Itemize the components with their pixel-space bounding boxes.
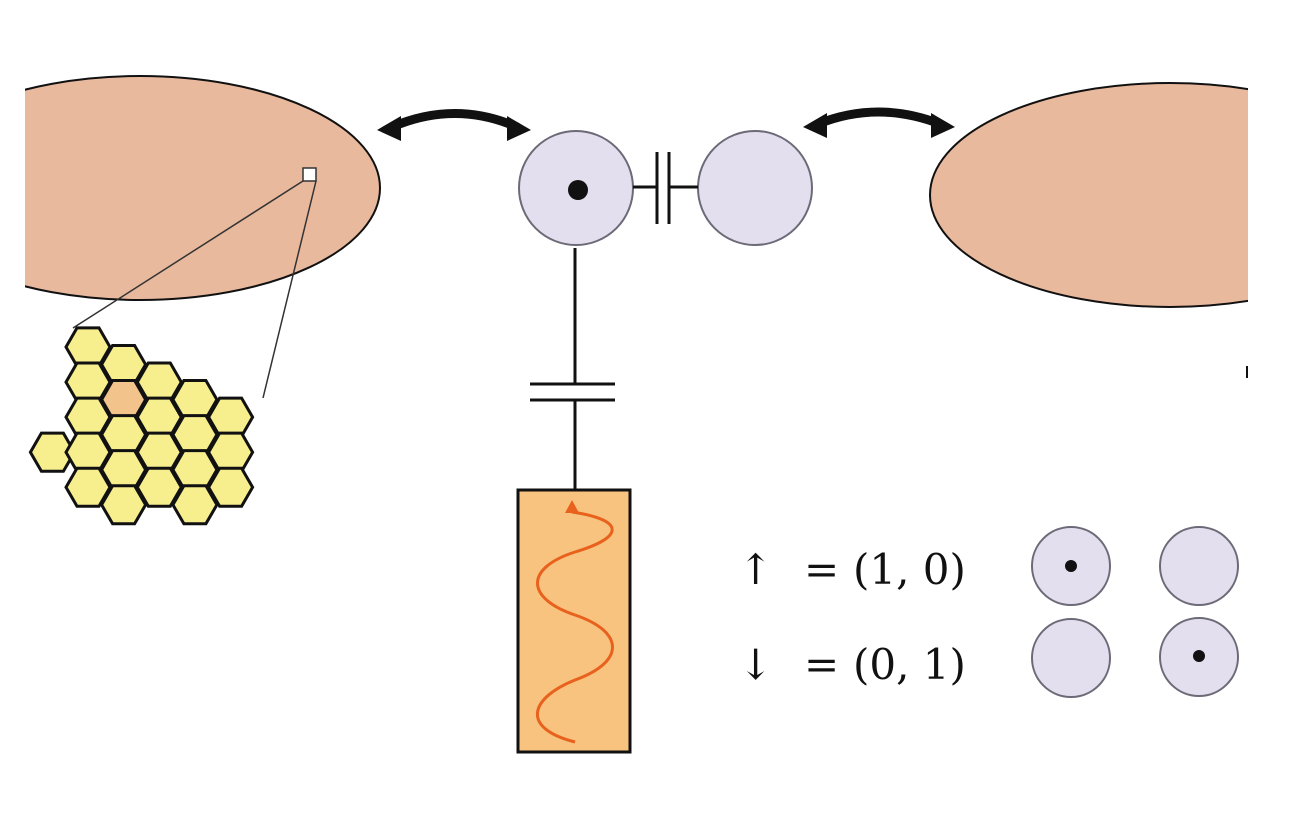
down-value: (0, 1) [853,640,966,689]
right-lead-ellipse [929,82,1248,308]
hexagon-cell [99,484,148,526]
hexagon-cell [64,466,112,508]
down-equals: = [804,640,839,689]
legend-up-right-dot [1159,526,1239,606]
interdot-capacitor [633,152,698,224]
curved-double-arrow-icon [377,109,531,141]
standing-wave [536,510,614,744]
left-lead-ellipse [25,75,381,301]
up-value: (1, 0) [853,545,966,594]
right-lead [929,82,1248,308]
up-arrow: ↑ [738,545,773,594]
hexagon-cell [206,466,255,508]
coupling-capacitor [530,248,615,490]
zoom-marker [302,167,317,182]
hexagon-cell [135,466,184,508]
left-lead [25,75,381,301]
honeycomb-lattice [28,326,255,526]
legend-up-electron [1065,560,1077,572]
hexagon-cell [171,484,219,526]
zoom-line-right [262,180,317,399]
curved-double-arrow-icon [803,107,955,138]
zoom-line-left [72,180,304,329]
legend: ↑ = (1, 0) ↓ = (0, 1) [738,526,1239,698]
up-equals: = [804,545,839,594]
hexagon-cell [28,431,77,473]
legend-down-left-dot [1031,618,1111,698]
down-arrow: ↓ [738,640,773,689]
electron-dot [568,180,588,200]
legend-down-electron [1193,650,1205,662]
microwave-resonator [516,488,632,754]
hexagon-cell [206,396,255,438]
wave-arrowhead [565,500,579,513]
hexagon-cell [206,431,255,473]
right-quantum-dot [697,130,813,246]
